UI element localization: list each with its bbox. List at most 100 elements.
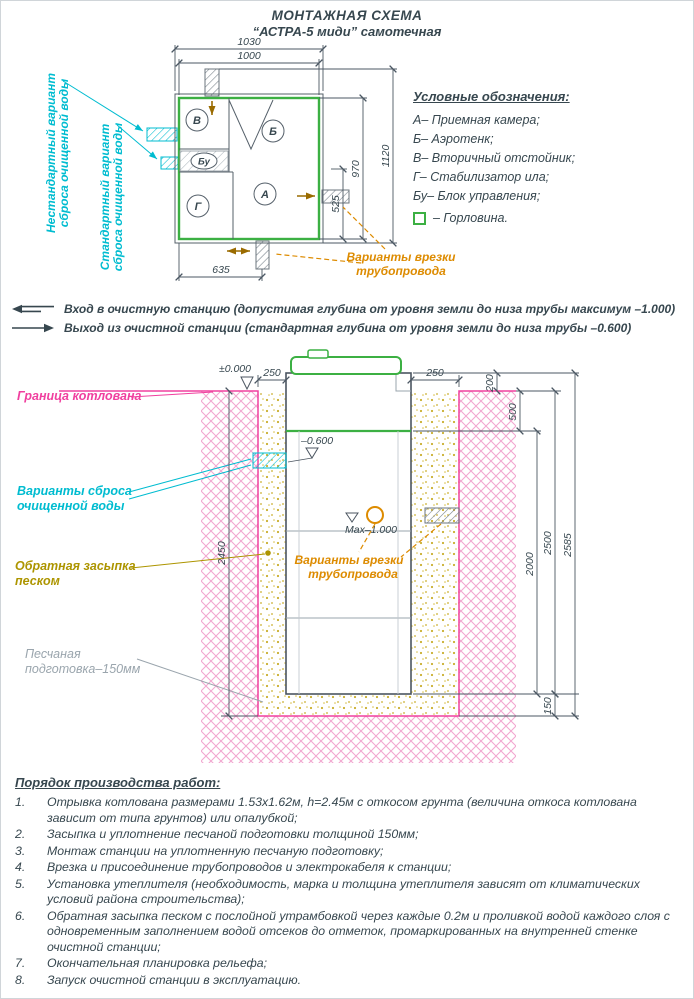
level-minus-600-mark: –0.600 xyxy=(300,435,333,447)
work-item-3: 3.Монтаж станции на уплотненную песчаную… xyxy=(15,844,683,860)
inlet-note-text: Вход в очистную станцию (допустимая глуб… xyxy=(64,302,676,316)
plan-section-v-circle xyxy=(185,108,209,132)
nonstandard-outlet-label-line1: Нестандартный вариант xyxy=(44,73,58,233)
work-order-list: Порядок производства работ: 1. Отрывка ко… xyxy=(15,775,683,989)
discharge-variants-line2: очищенной воды xyxy=(17,498,125,513)
title-block: МОНТАЖНАЯ СХЕМА “АСТРА-5 миди” самотечна… xyxy=(1,8,693,39)
lid-handle xyxy=(307,349,329,359)
discharge-variants-line1: Варианты сброса xyxy=(17,484,132,498)
plan-section-bu-label: Бу xyxy=(198,157,211,168)
plan-section-g-circle xyxy=(186,194,210,218)
work-item-text: Отрывка котлована размерами 1.53х1.62м, … xyxy=(47,795,637,825)
tank-lid xyxy=(290,356,402,375)
work-item-text: Врезка и присоединение трубопроводов и э… xyxy=(47,860,452,874)
plan-section-v-label: В xyxy=(193,115,201,127)
work-item-text: Запуск очистной станции в эксплуатацию. xyxy=(47,972,301,987)
work-item-number: 4. xyxy=(15,860,26,874)
plan-dimensions: 1030 1000 525 970 1120 635 xyxy=(171,36,397,281)
dim-2500: 2500 xyxy=(542,531,554,556)
excavation-boundary-line xyxy=(59,390,516,717)
plan-excavation-outline xyxy=(174,93,324,244)
work-item-number: 1. xyxy=(15,795,26,809)
plan-nonstandard-outlet-pipe xyxy=(146,127,178,142)
plan-section-b-label: Б xyxy=(269,126,277,138)
worklist-title: Порядок производства работ: xyxy=(15,775,221,790)
level-max-1000-mark: Max–1.000 xyxy=(345,524,397,536)
legend-item-gorlovina: – Горловина. xyxy=(413,211,685,225)
dim-635: 635 xyxy=(212,264,230,276)
section-dimensions: 250 250 2450 200 500 2000 2500 150 2585 xyxy=(216,367,579,720)
outlet-arrow-icon xyxy=(12,323,54,333)
section-right-pipe xyxy=(424,507,460,524)
work-item-4: 4. Врезка и присоединение трубопроводов и… xyxy=(15,860,683,876)
dim-970: 970 xyxy=(350,160,362,178)
work-item-number: 8. xyxy=(15,972,26,987)
dim-2585: 2585 xyxy=(562,533,574,558)
section-outlet-pipe xyxy=(252,452,287,469)
section-tie-in-line1: Варианты врезки xyxy=(295,553,405,567)
dim-525: 525 xyxy=(330,195,342,213)
inlet-note: Вход в очистную станцию (допустимая глуб… xyxy=(11,302,691,316)
outlet-note: Выход из очистной станции (стандартная г… xyxy=(11,321,691,335)
work-item-7: 7. Окончательная планировка рельефа; xyxy=(15,956,683,972)
backfill-label: Обратная засыпка песком xyxy=(15,559,136,588)
work-item-text: Монтаж станции на уплотненную песчаную п… xyxy=(47,843,384,858)
plan-tie-in-label: Варианты врезки трубопровода xyxy=(274,206,457,278)
dim-2000: 2000 xyxy=(524,552,536,577)
backfill-leader-dot xyxy=(265,550,271,556)
work-item-number: 7. xyxy=(15,956,26,970)
legend-item-a: А– Приемная камера; xyxy=(413,113,540,127)
plan-outlet-labels: Нестандартный вариант сброса очищенной в… xyxy=(44,73,158,271)
sand-base-line1: Песчаная xyxy=(25,647,81,661)
plan-top-pipe xyxy=(204,68,220,97)
plan-section-b-circle xyxy=(261,119,285,143)
legend: Условные обозначения: А– Приемная камера… xyxy=(413,89,685,225)
level-zero-mark: ±0.000 xyxy=(219,363,251,375)
plan-section-bu-ellipse xyxy=(190,152,218,170)
sand-base-label: Песчаная подготовка–150мм xyxy=(25,647,140,676)
plan-tie-in-line1: Варианты врезки xyxy=(347,250,457,264)
dim-200: 200 xyxy=(484,374,496,393)
excavation-boundary-label: Граница котлована xyxy=(17,389,142,403)
work-item-6: 6.Обратная засыпка песком с послойной ут… xyxy=(15,909,683,956)
neck-symbol-icon xyxy=(413,211,426,225)
legend-title: Условные обозначения: xyxy=(413,89,570,104)
dim-500: 500 xyxy=(507,403,519,421)
outlet-note-text: Выход из очистной станции (стандартная г… xyxy=(64,321,632,335)
work-item-number: 5. xyxy=(15,876,26,891)
nonstandard-outlet-label-line2: сброса очищенной воды xyxy=(57,78,71,227)
section-inlet-pipe-circle xyxy=(366,506,384,524)
dim-1030: 1030 xyxy=(237,36,261,48)
dim-1000: 1000 xyxy=(237,50,261,62)
legend-item-v: В– Вторичный отстойник; xyxy=(413,151,576,165)
legend-item-b: Б– Аэротенк; xyxy=(413,132,494,146)
drawing-subtitle: “АСТРА-5 миди” самотечная xyxy=(252,24,442,39)
work-item-5: 5.Установка утеплителя (необходимость, м… xyxy=(15,877,683,908)
inlet-arrow-icon xyxy=(12,304,54,314)
plan-view-drawing: В Б Бу А Г xyxy=(146,68,350,270)
tank-body xyxy=(285,372,412,695)
work-item-8: 8. Запуск очистной станции в эксплуатацию… xyxy=(15,973,683,989)
work-item-1: 1. Отрывка котлована размерами 1.53х1.62м… xyxy=(15,795,683,826)
work-item-text: Засыпка и уплотнение песчаной подготовки… xyxy=(47,827,419,841)
legend-item-g: Г– Стабилизатор ила; xyxy=(413,170,550,184)
plan-tie-in-line2: трубопровода xyxy=(356,264,446,278)
backfill-line2: песком xyxy=(15,573,60,588)
legend-gorlovina-label: – Горловина. xyxy=(433,211,508,225)
sand-base-line2: подготовка–150мм xyxy=(25,661,141,676)
dim-250-left: 250 xyxy=(262,367,281,379)
section-view-drawing: ±0.000 –0.600 Max–1.000 Варианты врезки … xyxy=(59,349,516,763)
plan-section-a-circle xyxy=(253,182,277,206)
backfill-line1: Обратная засыпка xyxy=(15,559,136,573)
work-item-text: Обратная засыпка песком с послойной утра… xyxy=(47,908,670,954)
dim-2450: 2450 xyxy=(216,541,228,566)
work-item-text: Окончательная планировка рельефа; xyxy=(47,956,268,970)
legend-item-bu: Бу– Блок управления; xyxy=(413,189,541,203)
section-tie-in-line2: трубопровода xyxy=(308,567,398,581)
dim-1120: 1120 xyxy=(380,145,392,168)
standard-outlet-label-line1: Стандартный вариант xyxy=(98,123,112,270)
work-item-2: 2.Засыпка и уплотнение песчаной подготов… xyxy=(15,827,683,843)
discharge-variants-label: Варианты сброса очищенной воды xyxy=(17,484,132,513)
drawing-title: МОНТАЖНАЯ СХЕМА xyxy=(271,8,423,23)
